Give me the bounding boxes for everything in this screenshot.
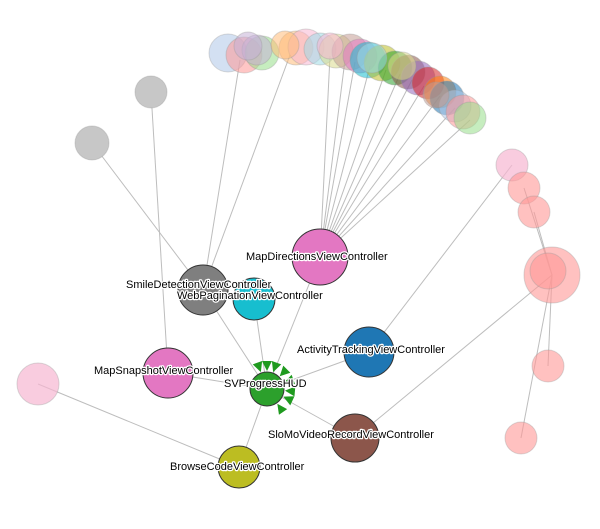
edge-arrowhead (283, 374, 296, 385)
graph-edge (319, 73, 401, 258)
graph-node-peripheral[interactable] (422, 81, 450, 109)
node-label-slomo-video: SloMoVideoRecordViewController (268, 429, 434, 441)
edge-arrowhead (284, 386, 296, 397)
graph-node-peripheral[interactable] (453, 101, 487, 135)
node-label-web-pagination: WebPaginationViewController (177, 290, 323, 302)
graph-node-peripheral[interactable] (16, 362, 60, 406)
graph-node-peripheral[interactable] (529, 252, 567, 290)
edge-arrowhead (271, 360, 282, 373)
edge-arrowhead (279, 365, 291, 377)
graph-node-browse-code[interactable] (217, 445, 261, 489)
graph-node-activity-tracking[interactable] (343, 326, 395, 378)
graph-edge (202, 54, 291, 291)
graph-arrows (252, 360, 296, 415)
graph-edge (354, 274, 553, 439)
graph-node-peripheral[interactable] (316, 32, 344, 60)
graph-edge (91, 142, 204, 291)
graph-edge (319, 55, 331, 258)
edge-arrowhead (252, 360, 263, 373)
graph-node-peripheral[interactable] (387, 51, 417, 81)
graph-edge (319, 119, 471, 258)
graph-node-map-snapshot[interactable] (142, 347, 194, 399)
graph-peripheral-nodes (16, 28, 581, 455)
graph-node-peripheral[interactable] (356, 42, 388, 74)
node-label-browse-code: BrowseCodeViewController (170, 461, 305, 473)
edge-arrowhead (283, 396, 295, 406)
graph-edge (319, 65, 371, 258)
graph-node-peripheral[interactable] (74, 125, 110, 161)
graph-node-slomo-video[interactable] (330, 413, 380, 463)
graph-edge (202, 59, 241, 291)
graph-node-peripheral[interactable] (233, 31, 263, 61)
node-label-activity-tracking: ActivityTrackingViewController (297, 344, 445, 356)
graph-edge (319, 61, 356, 258)
graph-edge (37, 383, 240, 468)
graph-edge (319, 79, 413, 258)
graph-edge (319, 69, 387, 258)
graph-edge (319, 59, 346, 258)
graph-edge (319, 107, 456, 258)
graph-node-center[interactable] (249, 371, 285, 407)
graph-node-peripheral[interactable] (504, 421, 538, 455)
graph-node-peripheral[interactable] (270, 30, 300, 60)
graph-edge (368, 164, 513, 353)
edge-arrowhead (277, 403, 288, 415)
graph-node-smile-detection[interactable] (177, 264, 229, 316)
graph-main-nodes (142, 228, 395, 489)
graph-node-peripheral[interactable] (531, 349, 565, 383)
graph-node-web-pagination[interactable] (232, 277, 276, 321)
node-label-map-directions: MapDirectionsViewController (246, 251, 388, 263)
graph-edge (319, 85, 425, 258)
graph-node-peripheral[interactable] (134, 75, 168, 109)
graph-labels: MapDirectionsViewControllerSmileDetectio… (93, 250, 447, 475)
node-label-smile-detection: SmileDetectionViewController (126, 279, 272, 291)
graph-node-peripheral[interactable] (517, 195, 551, 229)
node-label-map-snapshot: MapSnapshotViewController (94, 365, 234, 377)
graph-node-map-directions[interactable] (291, 228, 349, 286)
graph-edge (319, 95, 441, 258)
edge-arrowhead (262, 361, 272, 371)
node-label-center: SVProgressHUD (224, 378, 307, 390)
